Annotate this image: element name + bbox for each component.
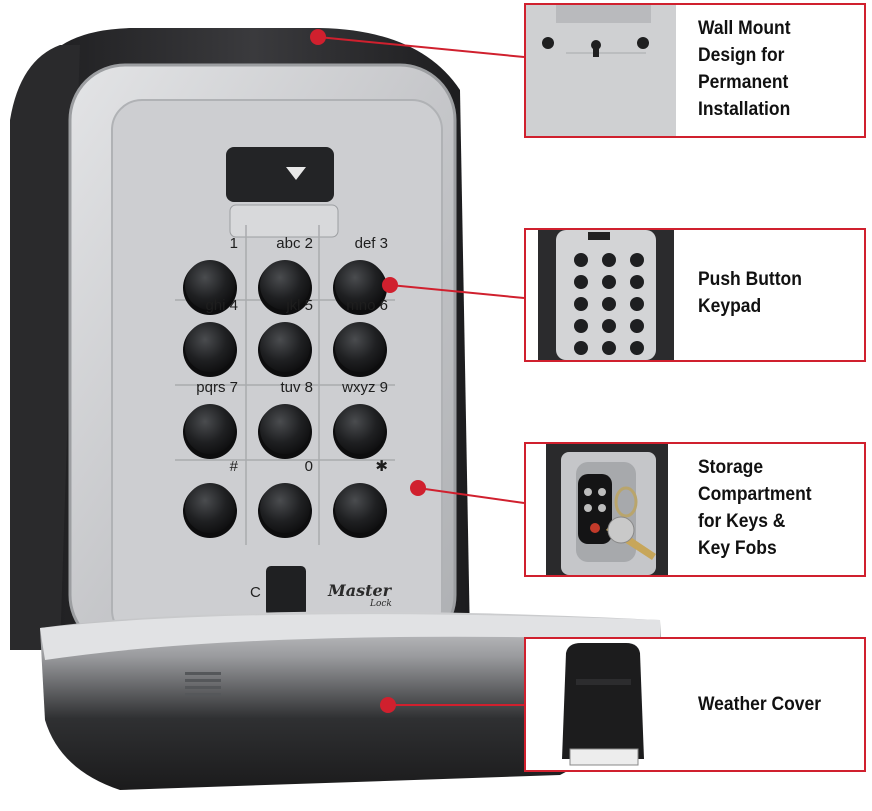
arrow-down-icon — [286, 167, 306, 180]
keypad-button[interactable] — [258, 322, 312, 377]
callout-storage: Storage Compartment for Keys & Key Fobs — [524, 442, 866, 577]
mini-keypad-button — [630, 319, 644, 333]
keypad-button[interactable] — [333, 404, 387, 459]
mount-hole-left — [542, 37, 554, 49]
mini-keypad-button — [630, 341, 644, 355]
mount-hole-right — [637, 37, 649, 49]
keypad-button[interactable] — [258, 404, 312, 459]
callout-wall-mount: Wall Mount Design for Permanent Installa… — [524, 3, 866, 138]
callout-cover: Weather Cover — [524, 637, 866, 772]
keypad-button[interactable] — [258, 483, 312, 538]
keypad-key-label: tuv 8 — [280, 379, 313, 396]
cover-thumbnail — [526, 639, 686, 770]
mini-keypad-button — [602, 253, 616, 267]
mini-keypad-button — [630, 275, 644, 289]
clear-slider[interactable] — [266, 566, 306, 616]
keypad-key-label: 1 — [230, 235, 238, 252]
clear-label: C — [250, 584, 261, 601]
keypad-key-label: mno 6 — [346, 297, 388, 314]
callout-keypad-label: Push Button Keypad — [698, 269, 802, 317]
mini-keypad-button — [574, 253, 588, 267]
mini-keypad-button — [574, 297, 588, 311]
keypad-button[interactable] — [183, 260, 237, 315]
brand-logo-sub: Lock — [369, 599, 392, 609]
mini-keypad-button — [630, 297, 644, 311]
mini-keypad-button — [602, 319, 616, 333]
keypad-button[interactable] — [258, 260, 312, 315]
wall-mount-thumbnail — [526, 5, 676, 136]
keypad-button[interactable] — [183, 483, 237, 538]
keypad-key-label: ghi 4 — [205, 297, 238, 314]
mini-keypad-button — [574, 341, 588, 355]
slide-release-button[interactable] — [226, 147, 334, 202]
keypad-button[interactable] — [183, 404, 237, 459]
keypad-button[interactable] — [333, 483, 387, 538]
keypad-key-label: wxyz 9 — [341, 379, 388, 396]
mini-keypad-button — [602, 275, 616, 289]
key-fob-icon — [578, 474, 612, 544]
keypad-key-label: def 3 — [355, 235, 388, 252]
keypad-button[interactable] — [333, 260, 387, 315]
callout-storage-label: Storage Compartment for Keys & Key Fobs — [698, 457, 812, 559]
storage-thumbnail — [526, 444, 686, 575]
keypad-button[interactable] — [333, 322, 387, 377]
key-ring-icon — [614, 486, 638, 518]
keypad-key-label: jkl 5 — [285, 297, 313, 314]
mini-keypad-button — [574, 319, 588, 333]
keypad-key-label: abc 2 — [276, 235, 313, 252]
keypad-key-label: 0 — [305, 458, 313, 475]
mini-keypad-button — [574, 275, 588, 289]
weather-cover — [40, 611, 665, 790]
keypad-key-label: ✱ — [375, 458, 388, 475]
keypad-key-label: pqrs 7 — [196, 379, 238, 396]
keypad-thumbnail — [526, 230, 686, 360]
mini-keypad-button — [602, 341, 616, 355]
callout-keypad: Push Button Keypad — [524, 228, 866, 362]
brand-logo-text: Master — [327, 581, 393, 600]
callout-wall-mount-label: Wall Mount Design for Permanent Installa… — [698, 18, 791, 120]
keypad-button[interactable] — [183, 322, 237, 377]
keypad-key-label: # — [230, 458, 239, 475]
mini-keypad-button — [602, 297, 616, 311]
callout-cover-label: Weather Cover — [698, 694, 822, 715]
mini-keypad-button — [630, 253, 644, 267]
